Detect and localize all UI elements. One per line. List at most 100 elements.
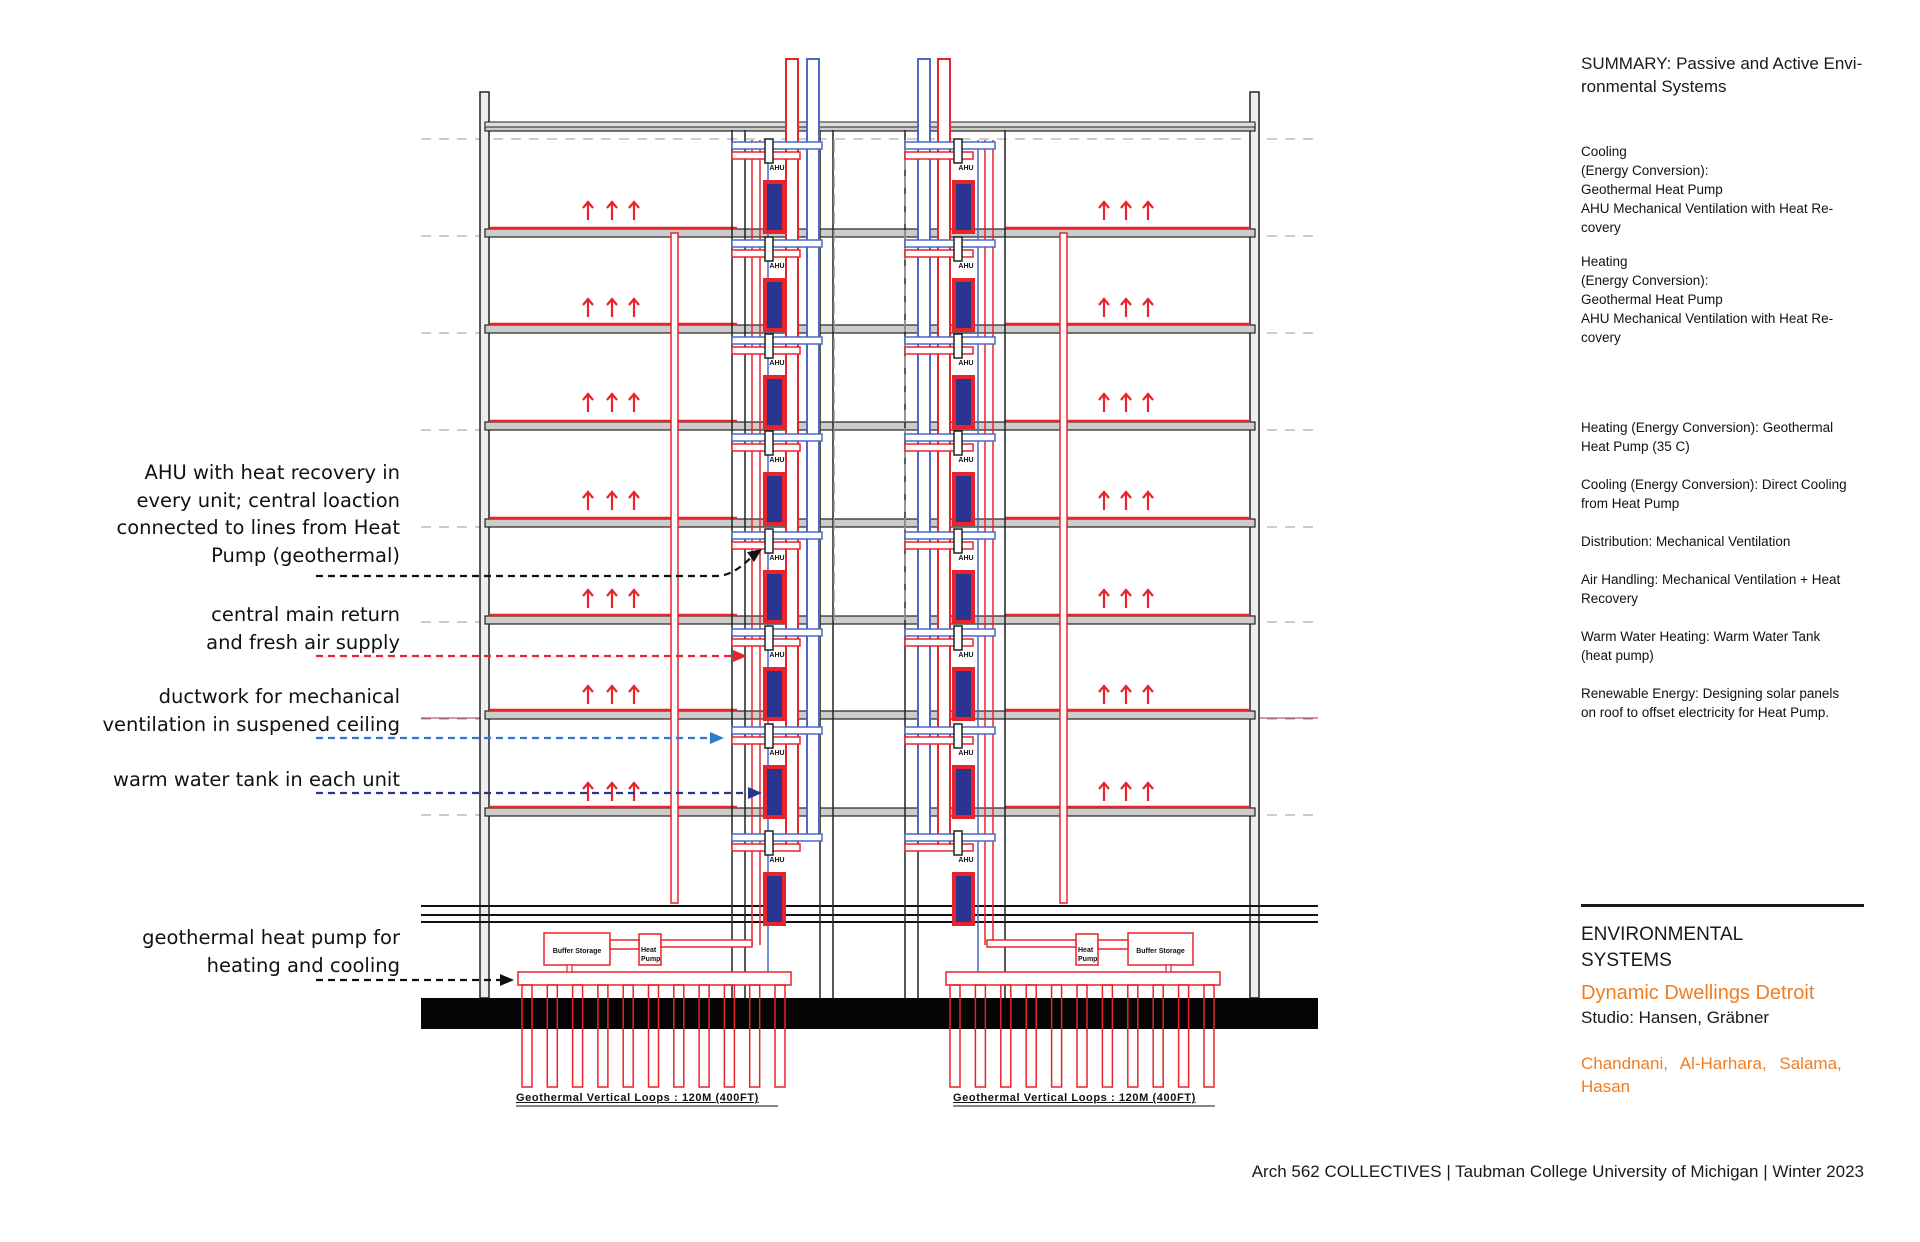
annotation-geothermal: geothermal heat pump for heating and coo… <box>142 924 400 979</box>
buffer-storage-tank <box>543 932 611 966</box>
ahu-unit <box>953 333 963 359</box>
arrow-head-icon <box>582 684 594 693</box>
heating-supply-pipe-left <box>670 232 679 904</box>
ventilation-duct <box>904 433 996 442</box>
ahu-unit <box>764 430 774 456</box>
ahu-unit <box>953 138 963 164</box>
warm-water-tank <box>763 180 786 234</box>
arrow-head-icon <box>1120 200 1132 209</box>
arrow-head-icon <box>1142 297 1154 306</box>
arrow-head-icon <box>1098 297 1110 306</box>
annotation-ahu: AHU with heat recovery in every unit; ce… <box>117 459 400 569</box>
ahu-label: AHU <box>958 360 973 367</box>
footer-credit: Arch 562 COLLECTIVES | Taubman College U… <box>1251 1162 1864 1181</box>
geothermal-loop <box>1050 984 1063 1088</box>
ground-slab <box>421 998 1318 1029</box>
arrow-head-icon <box>628 781 640 790</box>
ventilation-duct <box>904 151 974 160</box>
ahu-label: AHU <box>769 857 784 864</box>
geothermal-loop <box>1101 984 1114 1088</box>
buffer-manifold-link <box>1165 964 1172 973</box>
floor-slab <box>484 228 1256 238</box>
ahu-label: AHU <box>769 360 784 367</box>
warm-water-tank <box>763 278 786 332</box>
annotation-line: heating and cooling <box>206 953 400 977</box>
summary-heating: Heating (Energy Conversion): Geothermal … <box>1581 254 1834 345</box>
summary-cooling: Cooling (Energy Conversion): Geothermal … <box>1581 144 1834 235</box>
arrow-head-icon <box>1120 588 1132 597</box>
arrow-head-icon <box>628 490 640 499</box>
arrow-head-icon <box>606 297 618 306</box>
arrow-head-icon <box>628 588 640 597</box>
ahu-unit <box>953 830 963 856</box>
roof-parapet <box>484 121 1256 128</box>
buffer-storage-label: Buffer Storage <box>1136 948 1185 955</box>
floor-slab <box>484 518 1256 528</box>
annotation-line: and fresh air supply <box>206 630 400 654</box>
arrow-head-icon <box>1098 392 1110 401</box>
authors: Chandnani, Al-Harhara, Salama, Hasan <box>1581 1054 1842 1096</box>
ventilation-duct <box>904 638 974 647</box>
annotation-line: ductwork for mechanical <box>158 685 400 708</box>
ventilation-duct <box>904 249 974 258</box>
ahu-unit <box>764 333 774 359</box>
arrow-head-icon <box>628 684 640 693</box>
annotation-line: central main return <box>211 603 400 626</box>
geothermal-loop <box>1000 984 1012 1088</box>
ahu-label: AHU <box>958 750 973 757</box>
loops-caption-right: Geothermal Vertical Loops : 120M (400FT) <box>953 1092 1196 1104</box>
ventilation-duct <box>904 833 996 842</box>
arrow-head-icon <box>1142 392 1154 401</box>
geothermal-loop <box>723 984 736 1088</box>
leader-main-return-arrowhead-icon <box>733 650 747 662</box>
geothermal-loop <box>1025 984 1037 1088</box>
geothermal-loop <box>949 984 961 1088</box>
summary-item: Air Handling: Mechanical Ventilation + H… <box>1581 572 1841 606</box>
ventilation-duct <box>731 726 823 735</box>
annotation-line: geothermal heat pump for <box>142 926 400 949</box>
ventilation-duct <box>904 443 974 452</box>
ahu-label: AHU <box>769 457 784 464</box>
arrow-head-icon <box>1142 200 1154 209</box>
arrow-head-icon <box>1120 392 1132 401</box>
left-wall <box>479 91 490 999</box>
warm-water-tank <box>952 872 975 926</box>
leader-ahu-arrowhead-icon <box>747 549 762 562</box>
heat-pump-label: Heat <box>641 947 657 954</box>
heat-pump-label: Pump <box>1078 956 1097 963</box>
annotation-line: every unit; central loaction <box>136 488 400 512</box>
heat-pump-label: Heat <box>1078 947 1094 954</box>
geothermal-left-manifold <box>517 971 792 986</box>
annotation-line: Pump (geothermal) <box>211 543 400 567</box>
ahu-label: AHU <box>958 652 973 659</box>
ventilation-duct <box>731 628 823 637</box>
geothermal-loop <box>1127 984 1139 1088</box>
ventilation-duct <box>731 239 823 248</box>
geothermal-loop <box>1203 984 1215 1088</box>
arrow-head-icon <box>1142 490 1154 499</box>
arrow-head-icon <box>582 490 594 499</box>
geothermal-loop <box>647 984 660 1088</box>
arrow-head-icon <box>582 588 594 597</box>
arrow-head-icon <box>1142 684 1154 693</box>
heat-pump-riser-link <box>986 939 1077 948</box>
ventilation-duct <box>904 239 996 248</box>
arrow-head-icon <box>1120 297 1132 306</box>
ventilation-duct <box>731 336 823 345</box>
ahu-unit <box>953 236 963 262</box>
leader-geothermal-arrowhead-icon <box>500 974 514 986</box>
ventilation-duct <box>904 141 996 150</box>
ahu-unit <box>764 236 774 262</box>
buffer-connection <box>1097 939 1129 950</box>
ventilation-duct <box>904 628 996 637</box>
warm-water-tank <box>952 765 975 819</box>
arrow-head-icon <box>628 392 640 401</box>
annotation-line: warm water tank in each unit <box>113 768 400 791</box>
ahu-label: AHU <box>769 263 784 270</box>
ventilation-duct <box>904 336 996 345</box>
geothermal-loop <box>698 984 710 1088</box>
ahu-unit <box>764 625 774 651</box>
warm-water-tank <box>952 375 975 429</box>
summary-item: Renewable Energy: Designing solar panels… <box>1581 686 1840 720</box>
